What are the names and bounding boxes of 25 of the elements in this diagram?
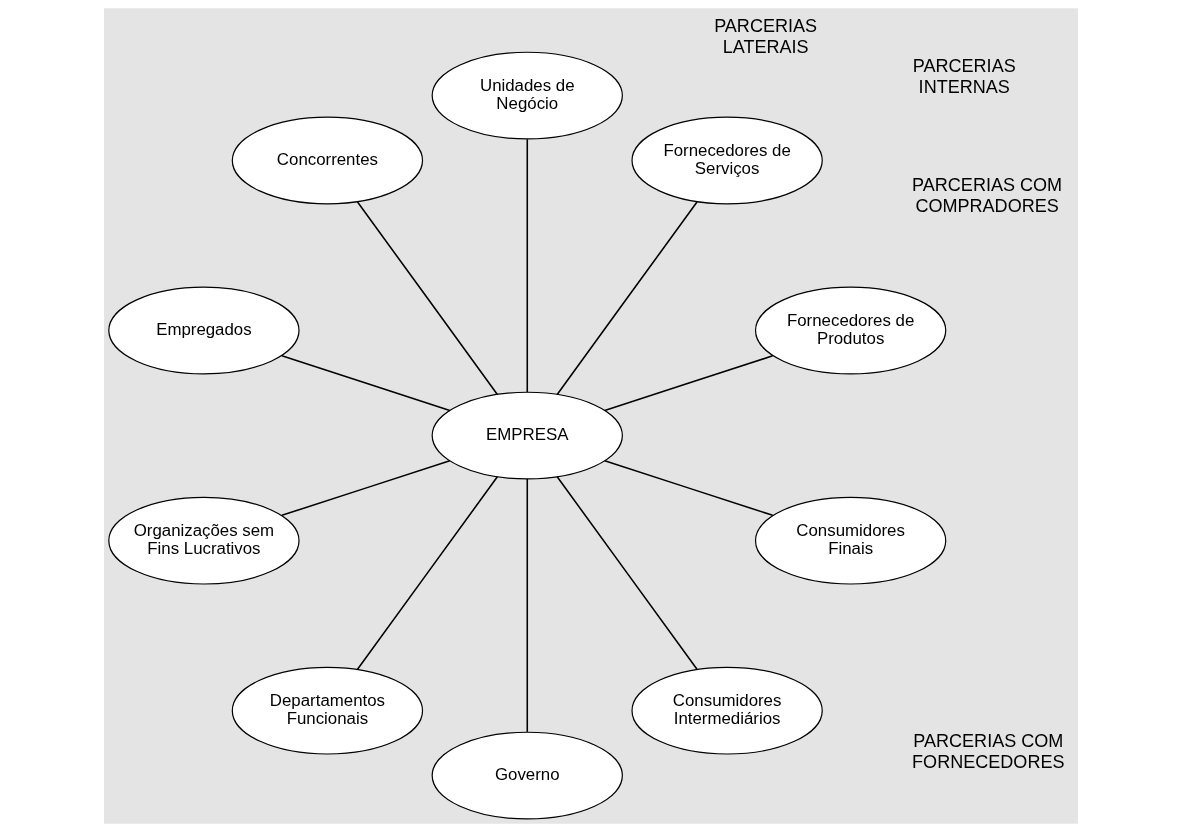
node-ellipse: Organizações sem Fins Lucrativos	[107, 496, 300, 585]
connector	[356, 476, 498, 670]
node-ellipse: Fornecedores de Produtos	[754, 286, 946, 375]
label: PARCERIAS INTERNAS	[912, 56, 1016, 97]
connector	[526, 138, 528, 393]
connector	[555, 201, 698, 396]
node-ellipse: Governo	[431, 731, 623, 820]
label: PARCERIAS COM COMPRADORES	[911, 175, 1062, 216]
label: PARCERIAS LATERAIS	[713, 16, 817, 57]
node-ellipse: Unidades de Negócio	[431, 51, 623, 140]
connector	[603, 355, 773, 412]
node-ellipse: EMPRESA	[431, 391, 623, 480]
connector	[280, 355, 451, 412]
connector	[555, 476, 698, 670]
node-ellipse: Consumidores Finais	[754, 496, 946, 585]
node-ellipse: Departamentos Funcionais	[231, 666, 423, 755]
connector	[280, 460, 451, 517]
connector	[603, 460, 773, 517]
node-ellipse: Concorrentes	[231, 116, 423, 205]
node-ellipse: Empregados	[107, 286, 300, 375]
connector	[526, 478, 528, 733]
node-ellipse: Consumidores Intermediários	[630, 666, 823, 755]
connector	[356, 201, 498, 396]
node-ellipse: Fornecedores de Serviços	[630, 116, 823, 205]
label: PARCERIAS COM FORNECEDORES	[911, 731, 1065, 772]
